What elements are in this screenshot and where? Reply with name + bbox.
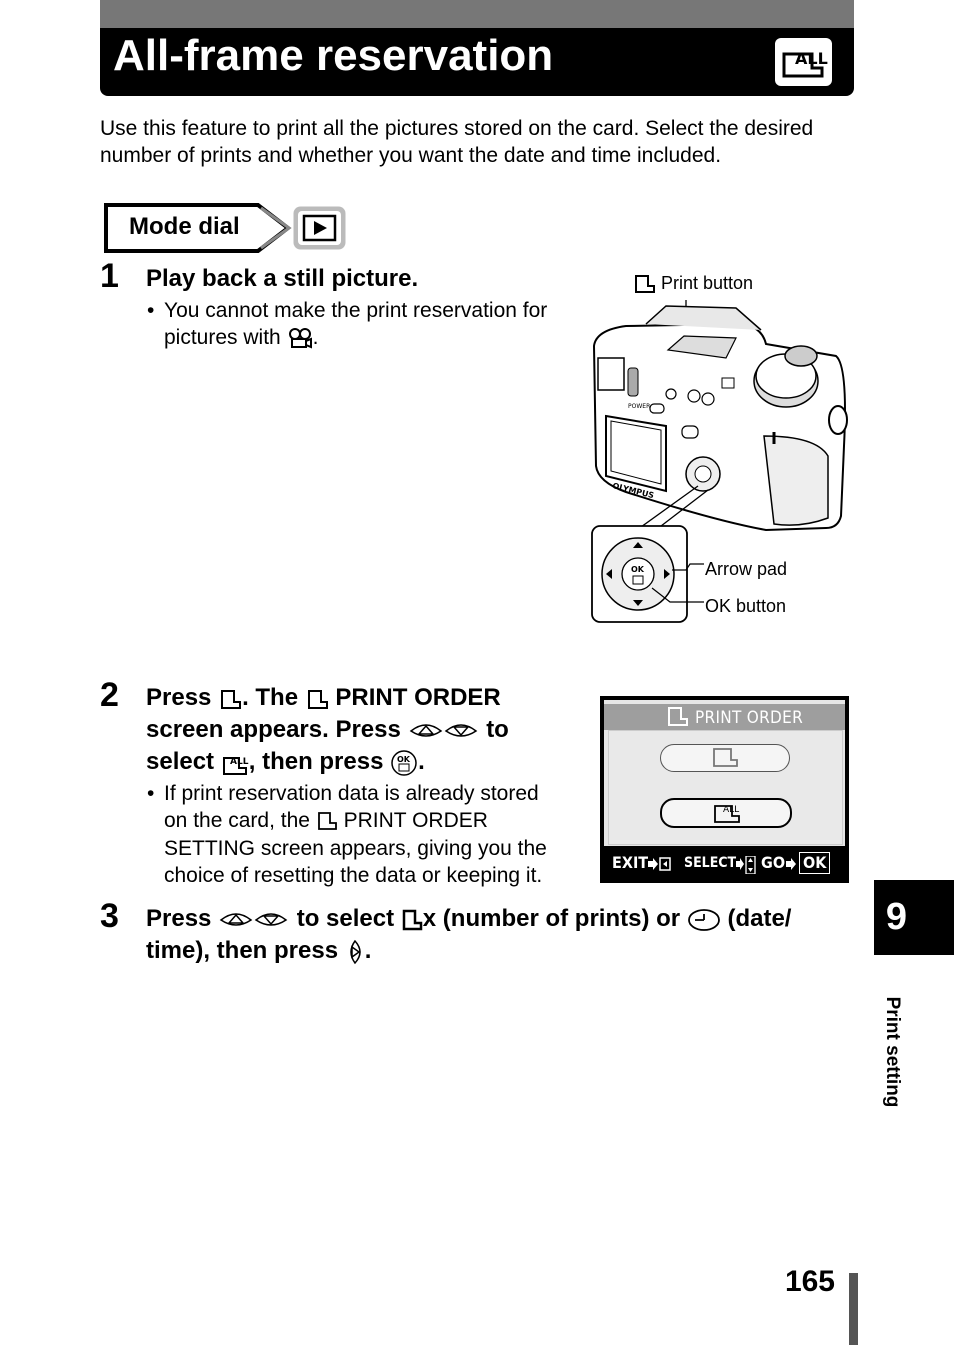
lcd-option-all[interactable]: ALL xyxy=(660,798,792,828)
mode-dial-label: Mode dial xyxy=(129,213,240,240)
print-button-label: Print button xyxy=(661,273,754,293)
left-arrow-icon xyxy=(648,857,672,876)
arrow-pad-label: Arrow pad xyxy=(705,559,788,579)
step-3-text: (date/ xyxy=(727,905,792,932)
step-3-text: . xyxy=(364,937,372,964)
step-3-text: time), then press xyxy=(146,937,339,964)
step-2-text: screen appears. Press xyxy=(146,716,401,743)
step-2-bullet-line3: SETTING screen appears, giving you the xyxy=(164,837,547,860)
bullet-dot: • xyxy=(147,782,155,805)
clock-icon xyxy=(687,908,721,932)
step-2-text: Press xyxy=(146,684,212,711)
ok-button-label: OK button xyxy=(705,596,787,616)
power-label: POWER xyxy=(628,403,650,410)
lcd-exit-label: EXIT xyxy=(612,853,649,872)
lcd-title-bar xyxy=(604,704,845,730)
page-number-bar xyxy=(849,1273,858,1345)
step-2-heading-line2: screen appears. Press to xyxy=(146,714,509,746)
step-2-number: 2 xyxy=(100,676,119,714)
step-2-bullet-text: PRINT ORDER xyxy=(343,809,488,832)
print-icon xyxy=(316,810,338,832)
step-1-heading: Play back a still picture. xyxy=(146,265,419,292)
step-1-bullet-text: pictures with xyxy=(164,326,281,349)
step-2-text: select xyxy=(146,748,215,775)
lcd-all-label: ALL xyxy=(723,805,739,815)
chapter-title: Print setting xyxy=(882,996,903,1108)
up-down-icon xyxy=(736,855,756,879)
title-bar xyxy=(100,28,854,96)
step-1-number: 1 xyxy=(100,257,119,295)
step-1-bullet-end: . xyxy=(312,326,319,349)
intro-paragraph: Use this feature to print all the pictur… xyxy=(100,117,814,167)
step-2-heading-line1: Press . The PRINT ORDER xyxy=(146,682,501,714)
chapter-number: 9 xyxy=(885,896,908,938)
step-3-text: Press xyxy=(146,905,212,932)
header-top-strip xyxy=(100,0,854,28)
step-2-bullet-text: on the card, the xyxy=(164,809,310,832)
print-all-icon: ALL xyxy=(775,38,832,86)
playback-icon xyxy=(292,205,347,251)
step-2-heading-line3: select ALL, then press OK. xyxy=(146,746,425,778)
print-icon xyxy=(632,271,656,300)
ok-button-icon: OK xyxy=(390,749,418,777)
step-1-bullet-line1: You cannot make the print reservation fo… xyxy=(164,299,548,322)
mode-dial-badge xyxy=(103,202,297,254)
up-down-arrow-icon xyxy=(408,719,480,743)
page-number: 165 xyxy=(784,1265,835,1298)
step-2-bullet-line4: choice of resetting the data or keeping … xyxy=(164,864,543,887)
svg-text:ALL: ALL xyxy=(795,49,828,68)
step-3-text: to select xyxy=(296,905,395,932)
print-icon xyxy=(666,705,690,734)
print-count-icon xyxy=(401,907,423,933)
step-3-text: x (number of prints) or xyxy=(422,905,681,932)
step-2-text: to xyxy=(486,716,509,743)
print-icon xyxy=(305,686,329,712)
print-all-icon: ALL xyxy=(221,749,249,777)
up-down-arrow-icon xyxy=(218,908,290,932)
lcd-ok-label: OK xyxy=(799,852,831,874)
step-2-text: . xyxy=(418,748,425,775)
step-2-text: , then press xyxy=(248,748,384,775)
right-arrow-icon xyxy=(345,939,365,965)
lcd-select-label: SELECT xyxy=(684,855,737,871)
step-1-bullet-line2: pictures with . xyxy=(164,324,318,352)
movie-icon xyxy=(287,327,313,349)
bullet-dot: • xyxy=(147,299,155,322)
lcd-go-label: GO xyxy=(761,853,786,872)
page-title: All-frame reservation xyxy=(113,31,554,80)
lcd-title: PRINT ORDER xyxy=(695,708,804,728)
svg-text:OK: OK xyxy=(397,755,411,764)
camera-illustration: POWER OLYMPUS OK xyxy=(586,296,851,633)
chapter-tab xyxy=(874,880,954,955)
lcd-option-single[interactable] xyxy=(660,744,790,772)
right-arrow-icon xyxy=(786,857,796,876)
step-2-bullet-line2: on the card, the PRINT ORDER xyxy=(164,807,488,835)
lcd-bottom-bar: EXIT SELECT GO OK xyxy=(604,850,845,878)
step-2-bullet-line1: If print reservation data is already sto… xyxy=(164,782,539,805)
step-3-heading-line2: time), then press . xyxy=(146,935,371,967)
step-2-text: PRINT ORDER xyxy=(335,684,501,711)
step-3-number: 3 xyxy=(100,897,119,935)
step-3-heading-line1: Press to select x (number of prints) or … xyxy=(146,903,791,935)
svg-text:ALL: ALL xyxy=(230,757,249,767)
print-icon xyxy=(218,686,242,712)
ok-label: OK xyxy=(631,565,645,574)
step-2-text: . The xyxy=(242,684,299,711)
